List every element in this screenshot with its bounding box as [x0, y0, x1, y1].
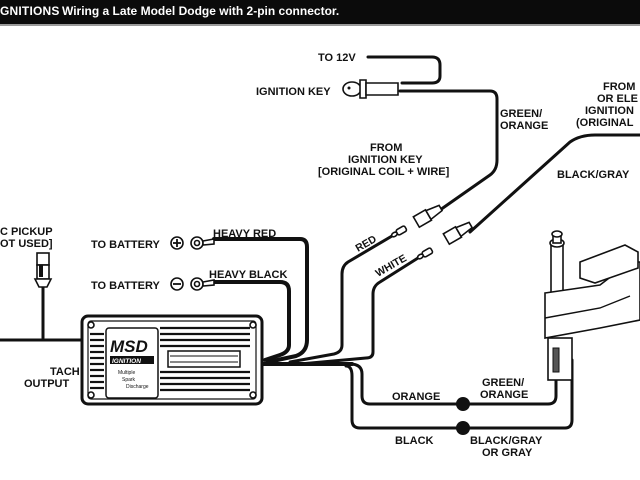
label-mag-pickup-1: C PICKUP	[0, 226, 53, 238]
header-bar: GNITIONS Wiring a Late Model Dodge with …	[0, 0, 640, 26]
wire-black	[344, 358, 574, 430]
label-from-key-1: FROM	[370, 142, 402, 154]
wire-heavy-black	[212, 280, 291, 362]
wire-white	[298, 256, 420, 366]
label-to-12v: TO 12V	[318, 52, 356, 64]
label-heavy-red: HEAVY RED	[213, 228, 276, 240]
ignition-key-icon	[342, 79, 399, 99]
label-green-orange-top-2: ORANGE	[500, 120, 548, 132]
label-heavy-black: HEAVY BLACK	[209, 269, 287, 281]
label-green-orange-bottom-1: GREEN/	[482, 377, 524, 389]
wire-black-gray-top	[468, 133, 640, 234]
msd-subtitle-2: Spark	[122, 377, 136, 383]
msd-badge-text: IGNITION	[112, 358, 141, 365]
label-from-right-4: (ORIGINAL	[576, 117, 634, 129]
msd-subtitle-1: Multiple	[118, 370, 135, 376]
label-black-gray-bottom-2: OR GRAY	[482, 447, 533, 459]
battery-negative-terminal	[170, 277, 215, 291]
label-black-gray-top: BLACK/GRAY	[557, 169, 630, 181]
msd-brand-logo: MSD	[110, 337, 148, 356]
label-from-key-2: IGNITION KEY	[348, 154, 423, 166]
splice-black	[456, 421, 470, 435]
label-to-battery-negative: TO BATTERY	[91, 280, 161, 292]
msd-ignition-box	[80, 314, 264, 406]
label-black-gray-bottom-1: BLACK/GRAY	[470, 435, 543, 447]
wire-heavy-red	[212, 237, 309, 364]
female-connector-white-icon	[442, 221, 474, 246]
label-to-battery-positive: TO BATTERY	[91, 239, 161, 251]
wire-green-orange-from-key	[398, 89, 499, 212]
header-title: Wiring a Late Model Dodge with 2-pin con…	[62, 4, 340, 18]
label-from-right-1: FROM	[603, 81, 635, 93]
msd-subtitle-3: Discharge	[126, 384, 149, 390]
label-ignition-key: IGNITION KEY	[256, 86, 331, 98]
label-mag-pickup-2: OT USED]	[0, 238, 53, 250]
header-section-label: GNITIONS	[0, 4, 60, 18]
label-green-orange-bottom-2: ORANGE	[480, 389, 528, 401]
wire-orange	[348, 358, 558, 406]
wire-red	[288, 234, 394, 364]
label-from-key-3: [ORIGINAL COIL + WIRE]	[318, 166, 450, 178]
label-tach-2: OUTPUT	[24, 378, 70, 390]
label-green-orange-top-1: GREEN/	[500, 108, 542, 120]
male-terminal-white-icon	[416, 247, 434, 260]
mag-pickup-connector-icon	[33, 252, 53, 288]
female-connector-red-icon	[412, 204, 444, 229]
label-tach-1: TACH	[50, 366, 80, 378]
male-terminal-red-icon	[390, 225, 408, 238]
msd-badge-bg	[110, 356, 154, 364]
label-black: BLACK	[395, 435, 434, 447]
wire-to-12v	[366, 55, 442, 85]
label-from-right-3: IGNITION	[585, 105, 634, 117]
label-from-right-2: OR ELE	[597, 93, 638, 105]
label-orange: ORANGE	[392, 391, 440, 403]
ignition-coil-icon	[544, 230, 640, 381]
splice-orange	[456, 397, 470, 411]
battery-positive-terminal	[170, 236, 215, 250]
